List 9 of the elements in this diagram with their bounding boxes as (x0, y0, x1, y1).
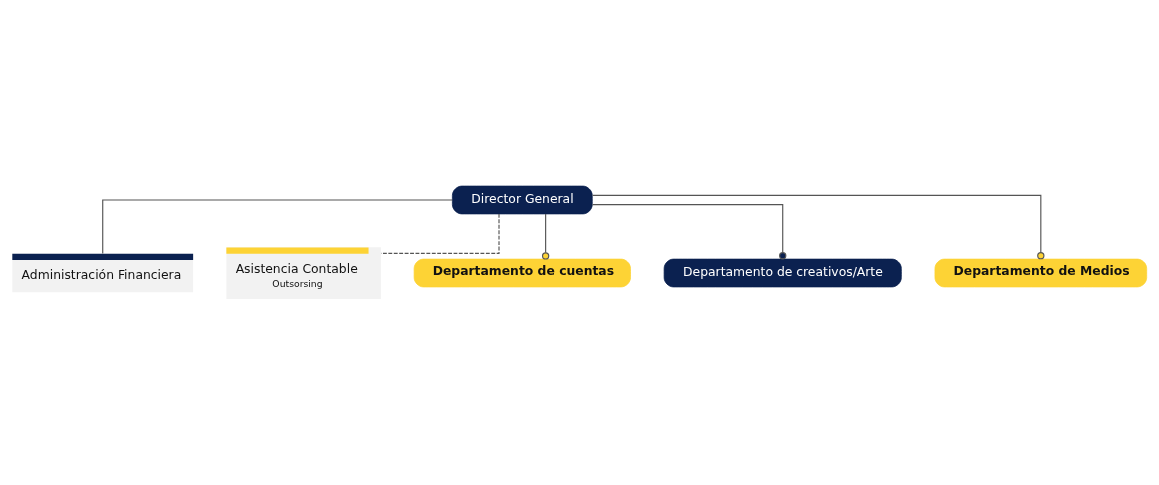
node-box: Departamento de Medios (934, 258, 1148, 288)
node-box: Director General (452, 185, 593, 215)
connector (380, 213, 500, 254)
connector (541, 213, 550, 260)
node-box: Departamento de cuentas (413, 258, 631, 288)
connector (591, 204, 787, 260)
node-box: Departamento de creativos/Arte (663, 258, 902, 288)
connector (591, 194, 1045, 260)
connector (102, 199, 453, 255)
